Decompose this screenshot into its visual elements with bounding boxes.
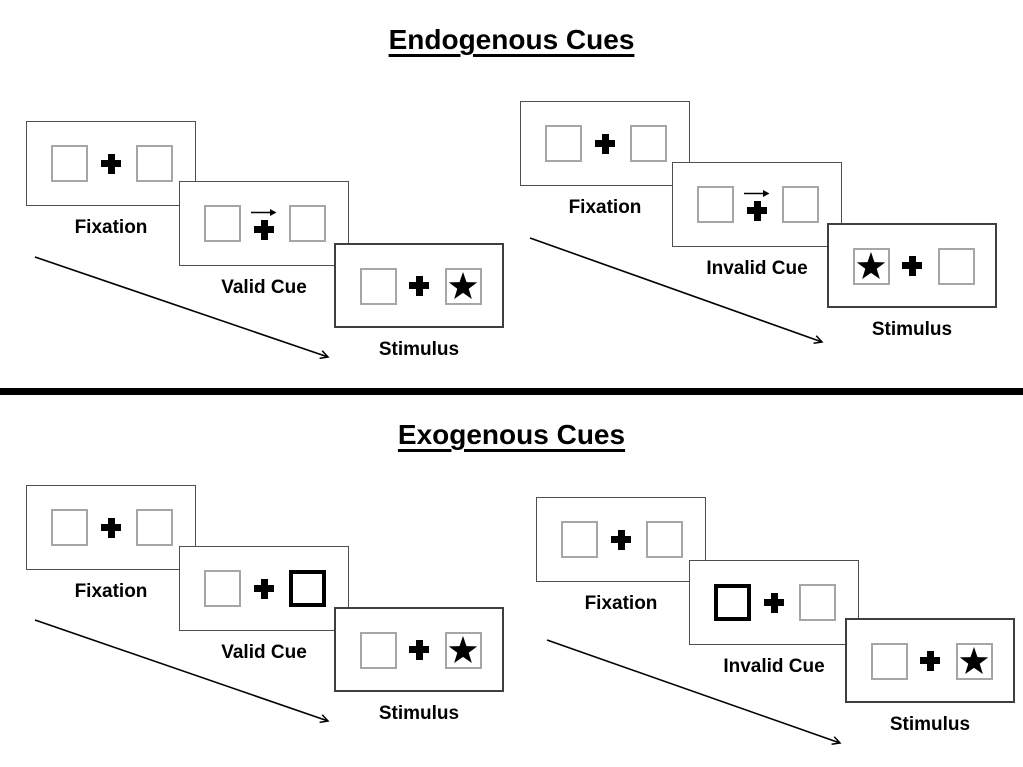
right-placeholder-box (289, 205, 326, 242)
fixation-cross-icon (611, 529, 631, 550)
step-label: Fixation (74, 217, 148, 238)
star-icon (448, 636, 478, 664)
left-target-box (853, 248, 890, 285)
central-symbols (920, 620, 940, 701)
central-symbols (251, 182, 277, 265)
stimulus-card (334, 243, 504, 328)
endogenous-invalid-cue-step: Invalid Cue (672, 162, 842, 280)
right-placeholder-box (782, 186, 819, 223)
fixation-card (26, 121, 196, 206)
fixation-cross-icon (254, 219, 274, 240)
step-label: Stimulus (378, 703, 460, 724)
fixation-cross-icon (101, 153, 121, 174)
exogenous-section-title: Exogenous Cues (397, 419, 626, 450)
left-placeholder-box (204, 205, 241, 242)
right-placeholder-box (136, 509, 173, 546)
left-placeholder-box (871, 643, 908, 680)
stimulus-card (334, 607, 504, 692)
central-symbols (409, 245, 429, 326)
step-label: Fixation (584, 593, 658, 614)
central-symbols (611, 498, 631, 581)
central-symbols (409, 609, 429, 690)
fixation-cross-icon (409, 639, 429, 660)
left-placeholder-box (204, 570, 241, 607)
step-label: Fixation (568, 197, 642, 218)
exogenous-valid-stimulus-step: Stimulus (334, 607, 504, 725)
right-placeholder-box (799, 584, 836, 621)
central-symbols (101, 486, 121, 569)
endogenous-invalid-stimulus-step: Stimulus (827, 223, 997, 341)
left-placeholder-box (360, 268, 397, 305)
star-icon (448, 272, 478, 300)
left-placeholder-box (697, 186, 734, 223)
step-label: Fixation (74, 581, 148, 602)
fixation-card (520, 101, 690, 186)
fixation-cross-icon (101, 517, 121, 538)
step-label: Stimulus (378, 339, 460, 360)
cue-arrow-right-icon (251, 208, 277, 216)
endogenous-valid-cue-step: Valid Cue (179, 181, 349, 299)
fixation-cross-icon (595, 133, 615, 154)
left-highlighted-box (714, 584, 751, 621)
right-target-box (445, 268, 482, 305)
left-placeholder-box (360, 632, 397, 669)
left-placeholder-box (561, 521, 598, 558)
fixation-card (26, 485, 196, 570)
central-symbols (101, 122, 121, 205)
fixation-cross-icon (747, 200, 767, 221)
cue-card (672, 162, 842, 247)
endogenous-valid-stimulus-step: Stimulus (334, 243, 504, 361)
step-label: Stimulus (889, 714, 971, 735)
step-label: Stimulus (871, 319, 953, 340)
central-symbols (902, 225, 922, 306)
right-placeholder-box (136, 145, 173, 182)
star-icon (959, 647, 989, 675)
fixation-cross-icon (409, 275, 429, 296)
right-highlighted-box (289, 570, 326, 607)
endogenous-section-title: Endogenous Cues (388, 24, 635, 55)
endogenous-valid-fixation-step: Fixation (26, 121, 196, 239)
left-placeholder-box (51, 145, 88, 182)
central-symbols (595, 102, 615, 185)
step-label: Invalid Cue (723, 656, 825, 677)
central-symbols (744, 163, 770, 246)
fixation-cross-icon (254, 578, 274, 599)
fixation-card (536, 497, 706, 582)
cue-card (689, 560, 859, 645)
right-target-box (445, 632, 482, 669)
exogenous-valid-cue-step: Valid Cue (179, 546, 349, 664)
exogenous-invalid-stimulus-step: Stimulus (845, 618, 1015, 736)
exogenous-valid-fixation-step: Fixation (26, 485, 196, 603)
right-placeholder-box (646, 521, 683, 558)
star-icon (856, 252, 886, 280)
exogenous-invalid-cue-step: Invalid Cue (689, 560, 859, 678)
endogenous-invalid-fixation-step: Fixation (520, 101, 690, 219)
left-placeholder-box (51, 509, 88, 546)
cue-arrow-right-icon (744, 189, 770, 197)
stimulus-card (827, 223, 997, 308)
right-target-box (956, 643, 993, 680)
central-symbols (764, 561, 784, 644)
section-divider (0, 388, 1023, 395)
central-symbols (254, 547, 274, 630)
step-label: Invalid Cue (706, 258, 808, 279)
fixation-cross-icon (902, 255, 922, 276)
fixation-cross-icon (920, 650, 940, 671)
left-placeholder-box (545, 125, 582, 162)
right-placeholder-box (938, 248, 975, 285)
cue-card (179, 546, 349, 631)
step-label: Valid Cue (221, 277, 307, 298)
cue-card (179, 181, 349, 266)
step-label: Valid Cue (221, 642, 307, 663)
exogenous-invalid-fixation-step: Fixation (536, 497, 706, 615)
right-placeholder-box (630, 125, 667, 162)
stimulus-card (845, 618, 1015, 703)
fixation-cross-icon (764, 592, 784, 613)
